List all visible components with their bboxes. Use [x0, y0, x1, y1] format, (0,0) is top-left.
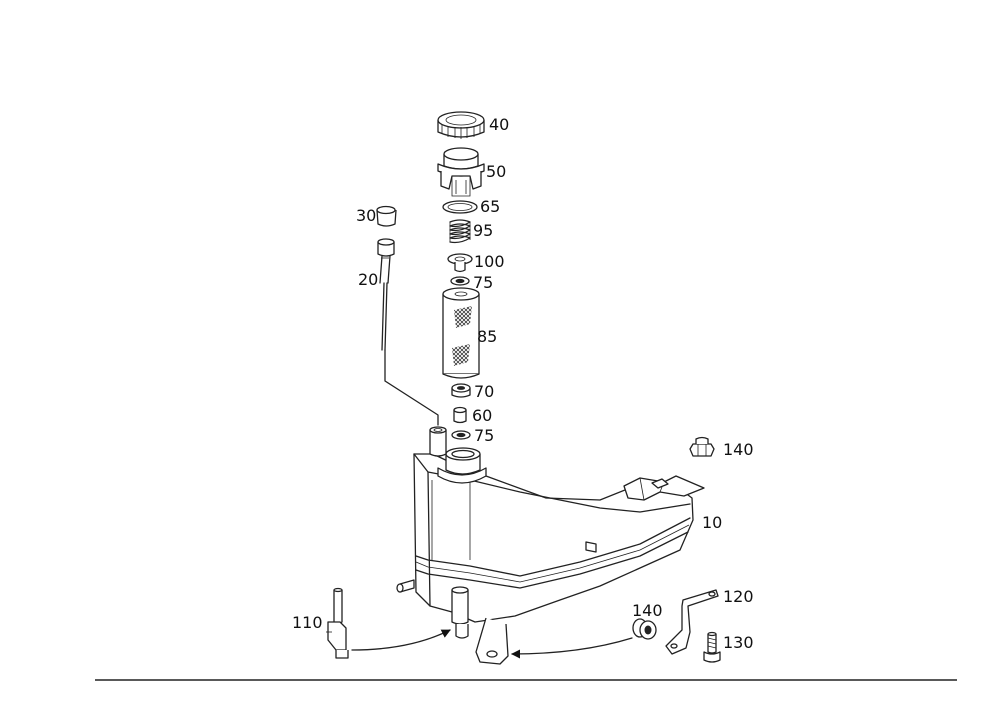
label-30: 30 [356, 206, 376, 225]
part-140-nut-upper [689, 436, 715, 457]
part-95-spring [449, 219, 471, 244]
part-60-sleeve [453, 406, 467, 424]
part-65-o-ring [442, 200, 478, 214]
part-75-seal-ring-upper [450, 276, 470, 286]
arrow-sensor-to-tank [351, 629, 451, 651]
label-130: 130 [723, 633, 754, 652]
part-70-seal [451, 383, 471, 398]
label-140-lower: 140 [632, 601, 663, 620]
label-70: 70 [474, 382, 494, 401]
label-85: 85 [477, 327, 497, 346]
label-50: 50 [486, 162, 506, 181]
part-20-dipstick [377, 238, 395, 351]
label-110: 110 [292, 613, 323, 632]
label-75-upper: 75 [473, 273, 493, 292]
part-130-bolt [703, 631, 721, 663]
part-10-reservoir-tank [396, 426, 705, 665]
label-60: 60 [472, 406, 492, 425]
part-75-seal-ring-lower [451, 430, 471, 440]
label-10: 10 [702, 513, 722, 532]
label-100: 100 [474, 252, 505, 271]
part-50-filter-cap [437, 147, 485, 197]
label-20: 20 [358, 270, 378, 289]
part-40-cap-ring [437, 111, 485, 139]
label-120: 120 [723, 587, 754, 606]
part-85-filter-element [442, 287, 480, 379]
label-65: 65 [480, 197, 500, 216]
part-100-valve [447, 253, 473, 273]
dipstick-leader-line [384, 349, 439, 426]
label-40: 40 [489, 115, 509, 134]
label-95: 95 [473, 221, 493, 240]
part-140-grommet-lower [632, 618, 657, 640]
part-110-level-sensor [326, 587, 349, 659]
part-30-small-cap [376, 205, 397, 227]
arrow-bracket-to-tank [511, 637, 633, 659]
part-120-bracket [665, 589, 719, 655]
label-140-upper: 140 [723, 440, 754, 459]
label-75-lower: 75 [474, 426, 494, 445]
